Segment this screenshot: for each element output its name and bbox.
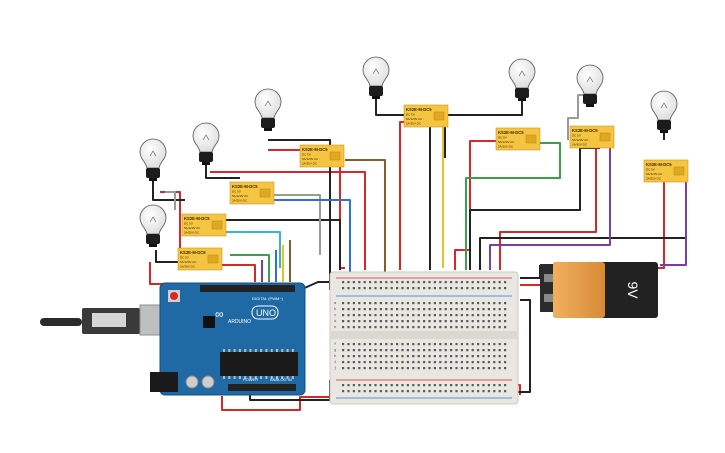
relay-spec-label: 5A/120V AC [572,138,589,142]
relay-spec-label: 2A/30V DC [180,265,196,269]
relay-spec-label: 5A/120V AC [180,260,197,264]
relay-model-label: KS2E-M-DC5 [184,216,210,221]
battery-9v: 9V [540,262,658,318]
relay-spec-label: 5A/120V AC [302,157,319,161]
relay-spec-label: 2A/30V DC [498,145,514,149]
light-bulb [650,90,678,133]
relay-spec-label: 2A/30V DC [572,143,588,147]
relay-spec-label: DC 5V [646,168,655,172]
relay-model-label: KS2E-M-DC5 [498,130,524,135]
light-bulb [192,122,220,165]
relay-spec-label: 2A/30V DC [232,199,248,203]
relay-spec-label: DC 5V [572,134,581,138]
relay-model-label: KS2E-M-DC5 [572,128,598,133]
arduino-brand: ARDUINO [228,319,251,325]
breadboard-row-letter: c [334,314,337,318]
relay-spec-label: 2A/30V DC [302,162,318,166]
light-bulb [139,138,167,181]
relay-spec-label: DC 5V [302,153,311,157]
relay-spec-label: 2A/30V DC [184,231,200,235]
relay-spec-label: 5A/120V AC [184,226,201,230]
light-bulb [576,64,604,107]
light-bulb [139,204,167,247]
relay-spec-label: 5A/120V AC [646,172,663,176]
light-bulb [362,56,390,99]
arduino-analog-label: ANALOG IN [270,377,292,382]
relay-model-label: KS2E-M-DC5 [646,162,672,167]
relay-spec-label: 5A/120V AC [406,117,423,121]
relay-spec-label: 5A/120V AC [232,194,249,198]
relay-spec-label: 2A/30V DC [646,177,662,181]
relay-spec-label: DC 5V [406,113,415,117]
bulbs [139,56,678,247]
breadboard-holes [342,281,507,393]
breadboard-row-letter: b [334,307,337,312]
relay-model-label: KS2E-M-DC5 [232,184,258,189]
light-bulb [508,58,536,101]
arduino-model: UNO [256,308,276,318]
breadboard-row-letter: i [334,360,337,365]
relay-model-label: KS2E-M-DC5 [180,250,206,255]
relay-spec-label: DC 5V [232,190,241,194]
relay-spec-label: DC 5V [180,256,189,260]
battery-label: 9V [625,281,641,299]
relay-model-label: KS2E-M-DC5 [406,107,432,112]
breadboard-row-letter: j [334,366,336,371]
arduino-digital-label: DIGITAL (PWM~) [252,296,284,301]
arduino-uno: ∞ ARDUINO UNO DIGITAL (PWM~) POWER ANALO… [40,282,306,396]
breadboard-row-letter: h [334,354,337,359]
breadboard-row-letter: d [334,319,337,324]
breadboard-row-letter: a [334,302,337,306]
breadboard-row-letter: e [334,326,337,330]
usb-cable [40,318,82,326]
relay-spec-label: DC 5V [498,136,507,140]
relay-spec-label: 5A/120V AC [498,140,515,144]
breadboard-row-letter: f [334,342,337,347]
arduino-infinity-logo: ∞ [215,307,224,321]
breadboard-row-letter: g [334,349,337,353]
arduino-power-label: POWER [243,377,258,382]
relay-model-label: KS2E-M-DC5 [302,147,328,152]
light-bulb [254,88,282,131]
relay-spec-label: 2A/30V DC [406,122,422,126]
relay-spec-label: DC 5V [184,222,193,226]
